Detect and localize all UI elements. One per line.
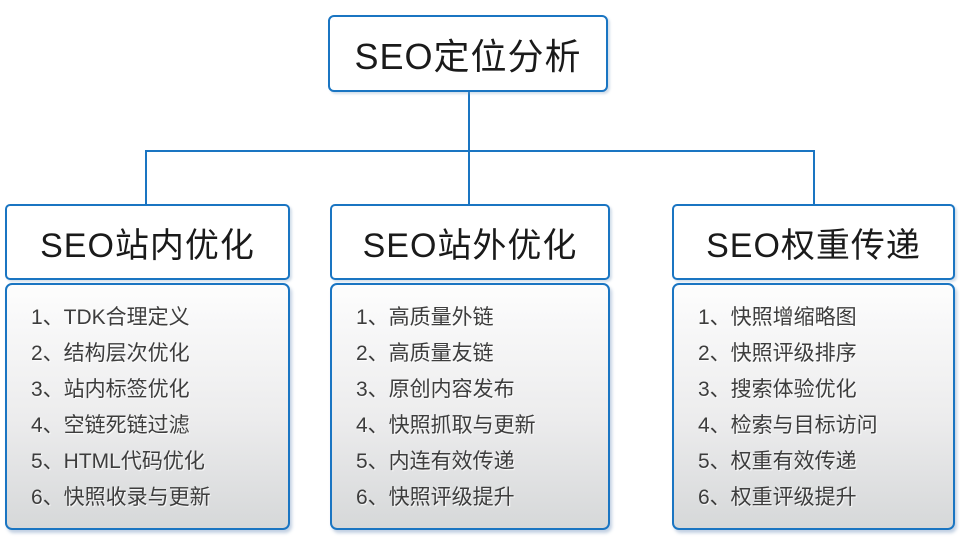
column-header: SEO权重传递 <box>672 204 955 280</box>
connector-root-stem <box>468 92 470 152</box>
list-item: 6、快照收录与更新 <box>31 486 211 509</box>
column-title: SEO权重传递 <box>706 226 921 265</box>
list-item: 3、搜索体验优化 <box>698 378 857 401</box>
column-item-list: 1、高质量外链 2、高质量友链 3、原创内容发布 4、快照抓取与更新 5、内连有… <box>330 283 610 530</box>
column-title: SEO站外优化 <box>362 226 578 265</box>
list-item: 1、快照增缩略图 <box>698 306 857 329</box>
list-item: 1、高质量外链 <box>356 306 494 329</box>
root-title: SEO定位分析 <box>354 35 582 77</box>
root-node: SEO定位分析 <box>328 15 608 92</box>
list-item: 2、快照评级排序 <box>698 342 857 365</box>
list-item: 3、原创内容发布 <box>356 378 515 401</box>
list-item: 4、空链死链过滤 <box>31 414 190 437</box>
connector-drop-left <box>145 150 147 206</box>
column-item-list: 1、TDK合理定义 2、结构层次优化 3、站内标签优化 4、空链死链过滤 5、H… <box>5 283 290 530</box>
list-item: 1、TDK合理定义 <box>31 306 190 329</box>
connector-drop-right <box>813 150 815 206</box>
connector-drop-middle <box>468 150 470 206</box>
list-item: 6、快照评级提升 <box>356 486 515 509</box>
list-item: 4、快照抓取与更新 <box>356 414 536 437</box>
connector-horizontal <box>145 150 815 152</box>
list-item: 5、内连有效传递 <box>356 450 515 473</box>
column-header: SEO站内优化 <box>5 204 290 280</box>
list-item: 5、HTML代码优化 <box>31 450 205 473</box>
column-title: SEO站内优化 <box>40 226 255 265</box>
column-header: SEO站外优化 <box>330 204 610 280</box>
column-item-list: 1、快照增缩略图 2、快照评级排序 3、搜索体验优化 4、检索与目标访问 5、权… <box>672 283 955 530</box>
list-item: 2、结构层次优化 <box>31 342 190 365</box>
list-item: 5、权重有效传递 <box>698 450 857 473</box>
list-item: 6、权重评级提升 <box>698 486 857 509</box>
list-item: 4、检索与目标访问 <box>698 414 878 437</box>
list-item: 2、高质量友链 <box>356 342 494 365</box>
list-item: 3、站内标签优化 <box>31 378 190 401</box>
